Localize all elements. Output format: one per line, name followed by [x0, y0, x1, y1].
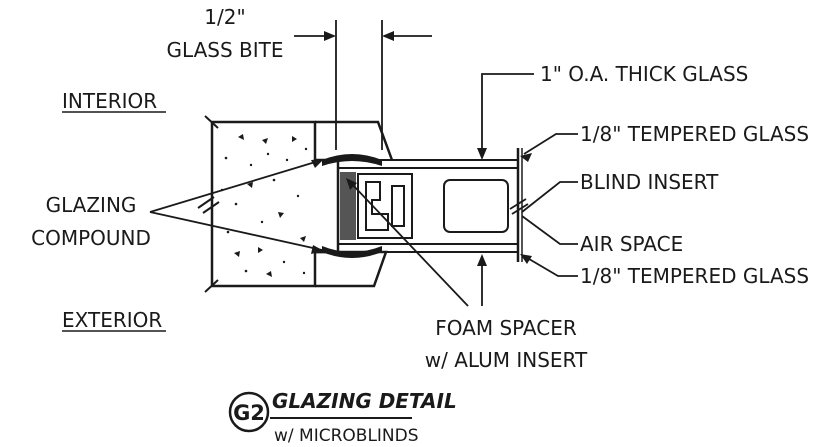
detail-tag-circle [228, 391, 270, 433]
detail-tag-title: GLAZING DETAIL [272, 389, 457, 413]
air-space-label: AIR SPACE [580, 232, 683, 256]
tempered-glass-bottom-label: 1/8" TEMPERED GLASS [580, 264, 809, 288]
detail-tag-subtitle: w/ MICROBLINDS [274, 426, 419, 446]
blind-insert-label: BLIND INSERT [580, 170, 719, 194]
interior-label: INTERIOR [62, 89, 157, 113]
overall-thickness-label: 1" O.A. THICK GLASS [540, 62, 748, 86]
right-callout-leaders [509, 133, 578, 277]
detail-tag-id: G2 [233, 401, 265, 425]
glass-bite-label: GLASS BITE [166, 38, 283, 62]
foam-spacer [340, 172, 356, 240]
tempered-glass-top-label: 1/8" TEMPERED GLASS [580, 122, 809, 146]
foam-spacer-label-1: FOAM SPACER [435, 316, 577, 340]
foam-spacer-label-2: w/ ALUM INSERT [425, 348, 588, 372]
concrete-frame [204, 115, 394, 293]
glazing-compound-label-1: GLAZING [46, 193, 137, 217]
thickness-leaders [477, 73, 534, 306]
glass-bite-value: 1/2" [204, 5, 245, 29]
glass-bite-dimension [294, 20, 432, 150]
blind-insert [443, 179, 509, 233]
compound-leaders [149, 159, 324, 254]
aggregate-speckles [220, 134, 308, 277]
insulated-glass-unit [337, 148, 523, 262]
foam-spacer-leader [346, 178, 469, 307]
exterior-label: EXTERIOR [62, 308, 162, 332]
detail-tag: G2 GLAZING DETAIL w/ MICROBLINDS [228, 389, 457, 446]
glazing-compound-label-2: COMPOUND [31, 226, 151, 250]
